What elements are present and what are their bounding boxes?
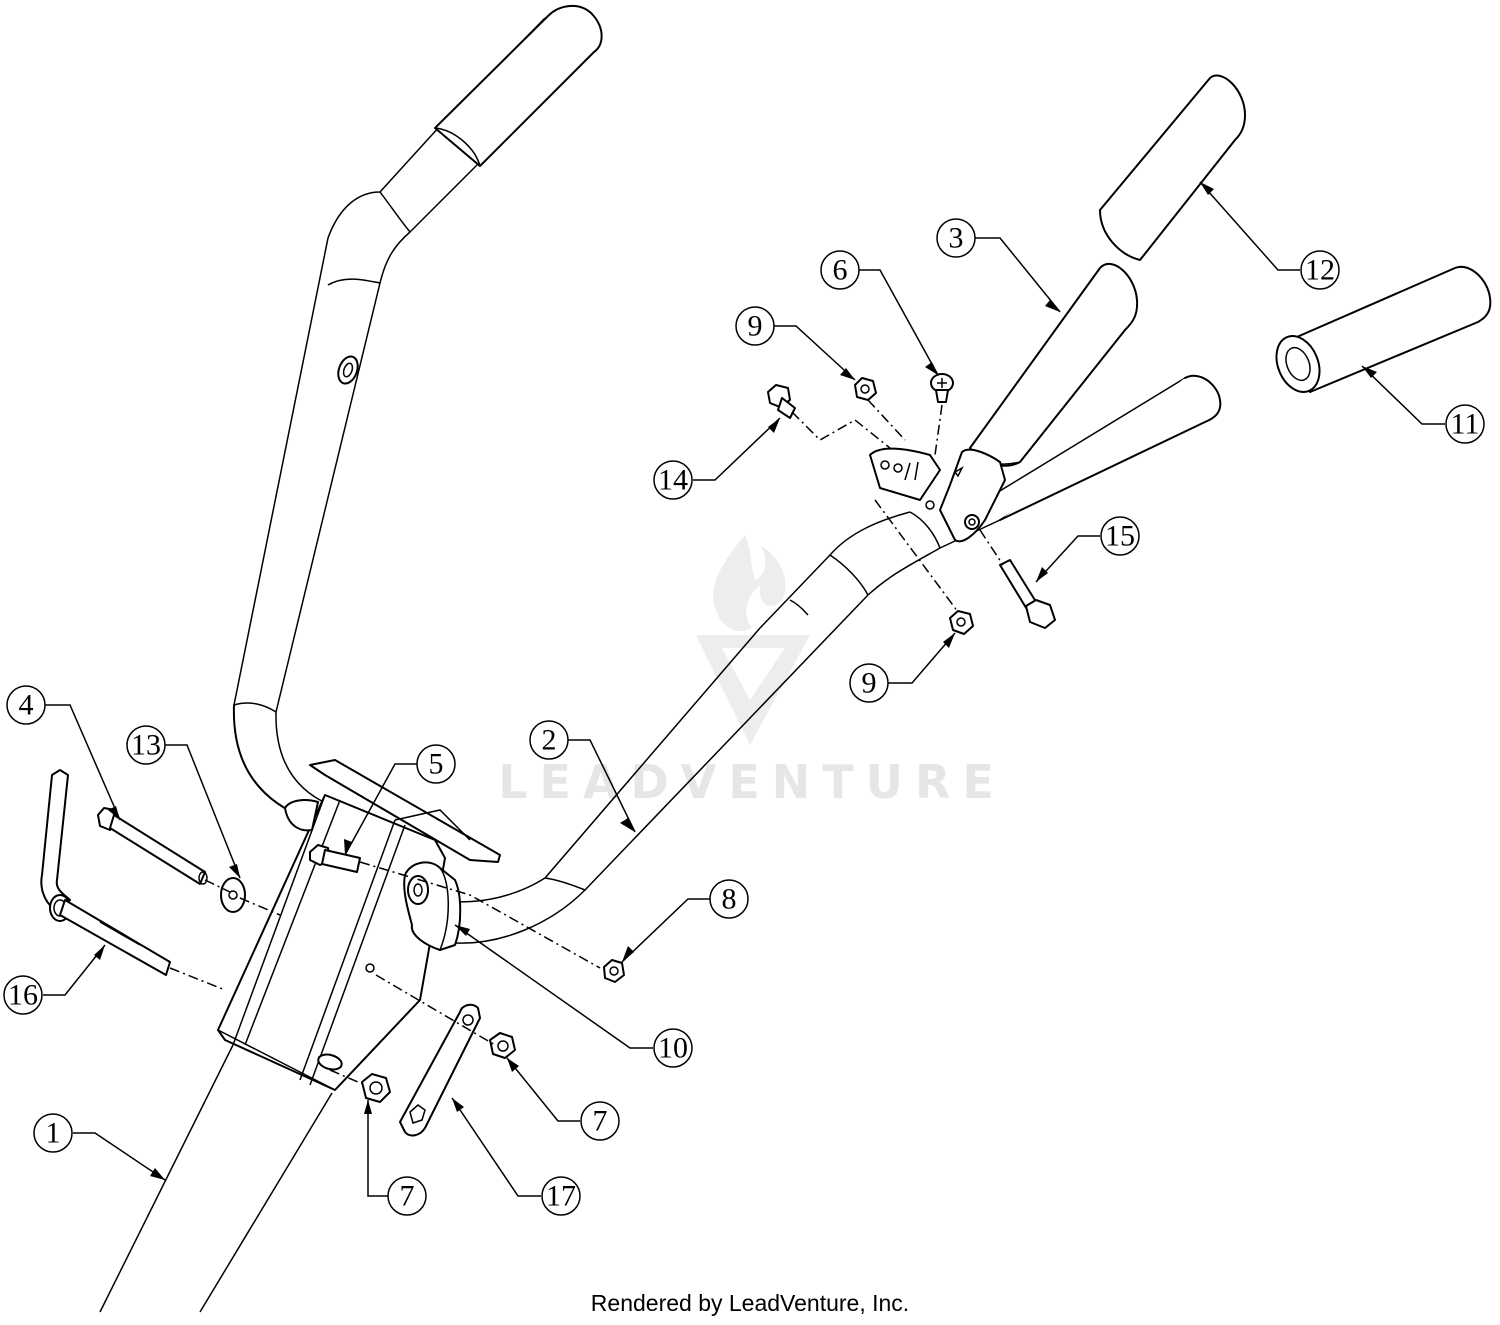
part-7-nut-right	[489, 1032, 516, 1059]
watermark-v-logo-icon	[696, 635, 810, 745]
part-15-bolt	[999, 559, 1056, 629]
callout-label-8: 8	[722, 883, 737, 916]
callout-16: 16	[3, 944, 106, 1015]
callout-8: 8	[621, 879, 749, 963]
callout-10: 10	[454, 924, 693, 1068]
callout-label-11: 11	[1451, 408, 1480, 441]
callout-4: 4	[6, 685, 121, 821]
callout-12: 12	[1199, 181, 1340, 290]
lower-bracket-assembly	[217, 759, 501, 1091]
callout-label-14: 14	[658, 464, 688, 497]
part-4-bolt	[97, 807, 208, 885]
part-14-bolt	[767, 384, 796, 419]
callout-label-9-lower: 9	[862, 667, 877, 700]
callout-13: 13	[126, 725, 241, 879]
callout-3: 3	[936, 218, 1061, 313]
part-17-strap	[399, 1003, 481, 1137]
watermark-flame-icon	[713, 535, 786, 632]
callout-label-3: 3	[949, 222, 964, 255]
footer-credit: Rendered by LeadVenture, Inc.	[590, 1290, 910, 1316]
callout-label-7-right: 7	[593, 1105, 608, 1138]
callout-5: 5	[344, 744, 456, 856]
callout-label-1: 1	[46, 1117, 61, 1150]
leadventure-watermark: LEADVENTURE	[498, 535, 1006, 809]
watermark-text: LEADVENTURE	[498, 755, 1006, 809]
part-11-grip	[1275, 265, 1492, 393]
part-9-nut-lower	[949, 610, 974, 635]
part-16-l-pin	[40, 769, 171, 976]
callout-label-17: 17	[546, 1180, 576, 1213]
part-12-grip-cap	[1099, 74, 1246, 261]
callout-7b: 7	[506, 1057, 620, 1141]
part-3-upper-handle	[869, 262, 1139, 543]
callout-11: 11	[1361, 365, 1485, 444]
part-8-nut	[603, 959, 625, 983]
callout-label-7-lower: 7	[400, 1180, 415, 1213]
callout-label-12: 12	[1305, 254, 1335, 287]
callout-14: 14	[653, 417, 781, 500]
part-9-nut-upper	[854, 377, 877, 401]
callout-label-5: 5	[429, 748, 444, 781]
callout-label-2: 2	[542, 724, 557, 757]
callout-7a: 7	[364, 1100, 427, 1216]
callout-label-4: 4	[19, 689, 34, 722]
callout-label-16: 16	[8, 979, 38, 1012]
callout-label-9-upper: 9	[748, 310, 763, 343]
assembly-center-lines	[169, 399, 1004, 1086]
callout-2: 2	[529, 720, 636, 833]
callout-label-6: 6	[833, 254, 848, 287]
callout-label-10: 10	[658, 1032, 688, 1065]
callout-9a: 9	[735, 306, 856, 381]
part-2-handle-bar	[232, 5, 1222, 944]
callout-label-13: 13	[131, 729, 161, 762]
callout-15: 15	[1035, 516, 1140, 583]
part-5-bolt	[309, 844, 361, 873]
callout-label-15: 15	[1105, 520, 1135, 553]
part-1-lower-tube	[99, 1044, 333, 1313]
part-13-washer	[220, 877, 246, 913]
callout-17: 17	[451, 1097, 581, 1216]
part-10-saddle-bushing	[403, 861, 462, 951]
part-7-nut-lower	[361, 1073, 391, 1103]
callout-1: 1	[33, 1113, 166, 1181]
callout-6: 6	[820, 250, 939, 376]
part-6-screw	[930, 373, 954, 403]
callout-9b: 9	[849, 632, 956, 703]
